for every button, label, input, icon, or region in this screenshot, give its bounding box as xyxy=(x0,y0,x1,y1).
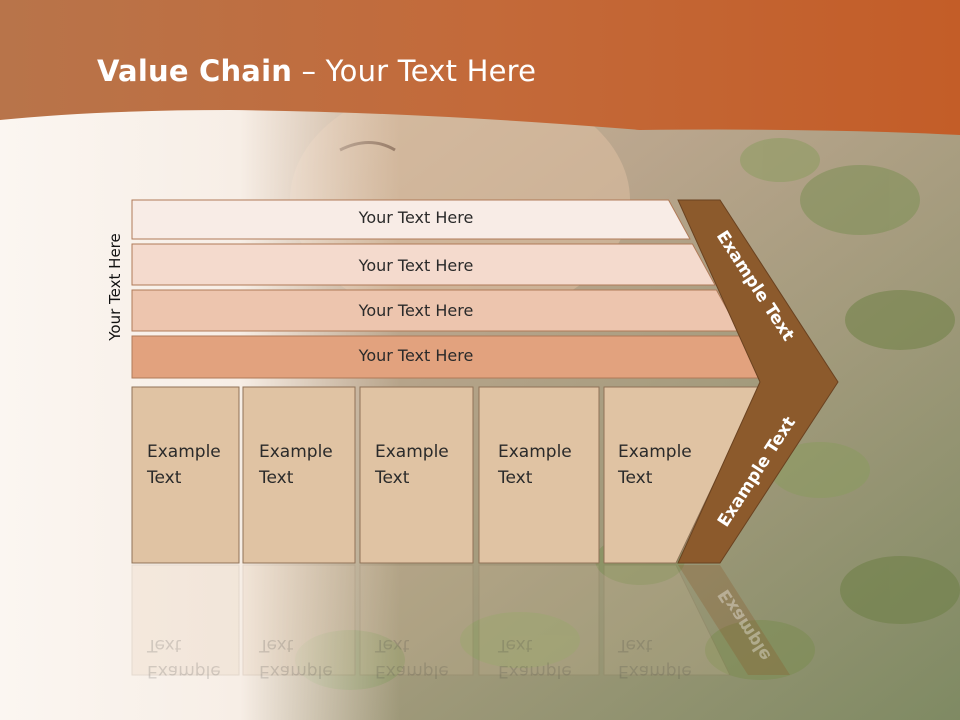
title-bold: Value Chain xyxy=(97,54,293,88)
box-3-line1: Example xyxy=(375,442,449,462)
band-label-4: Your Text Here xyxy=(358,346,474,365)
band-1 xyxy=(131,199,691,240)
value-chain-boxes xyxy=(131,386,761,564)
boxes-reflection xyxy=(131,564,731,676)
box-3-line2: Text xyxy=(375,468,410,488)
box-1 xyxy=(131,386,240,564)
box-3 xyxy=(359,386,474,564)
box-1-line2: Text xyxy=(147,468,182,488)
box-reflection-4 xyxy=(478,564,600,676)
box-2-line1: Example xyxy=(259,442,333,462)
box-2-line2: Text xyxy=(259,468,294,488)
band-label-3: Your Text Here xyxy=(358,301,474,320)
box-5-line1: Example xyxy=(618,442,692,462)
box-5 xyxy=(603,386,761,564)
slide-title: Value Chain – Your Text Here xyxy=(97,54,536,88)
box-reflection-3 xyxy=(359,564,474,676)
box-5-line2: Text xyxy=(618,468,653,488)
box-1-line1: Example xyxy=(147,442,221,462)
band-label-1: Your Text Here xyxy=(358,208,474,227)
band-2 xyxy=(131,243,716,286)
title-rest: – Your Text Here xyxy=(292,54,537,88)
value-chain-bands xyxy=(131,199,764,379)
box-reflection-5 xyxy=(603,564,731,676)
band-label-2: Your Text Here xyxy=(358,256,474,275)
chevron-arrow-reflection xyxy=(678,565,790,675)
header-band xyxy=(0,0,960,135)
box-4 xyxy=(478,386,600,564)
box-reflection-1 xyxy=(131,564,240,676)
box-2 xyxy=(242,386,356,564)
side-label: Your Text Here xyxy=(106,233,124,341)
box-4-line2: Text xyxy=(498,468,533,488)
box-reflection-2 xyxy=(242,564,356,676)
chevron-arrow xyxy=(677,199,839,564)
box-4-line1: Example xyxy=(498,442,572,462)
